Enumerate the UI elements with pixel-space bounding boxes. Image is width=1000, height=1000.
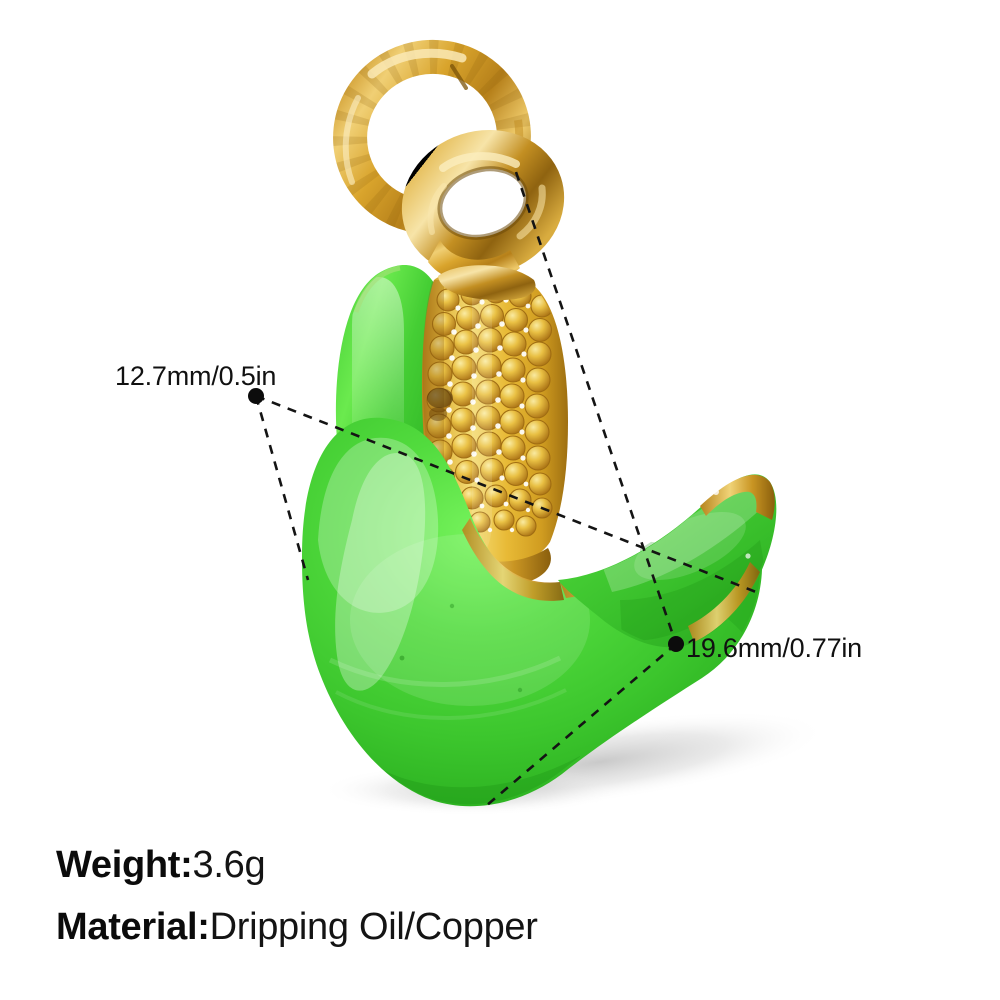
width-dimension-label: 12.7mm/0.5in: [115, 361, 277, 391]
height-dimension-dot: [668, 636, 684, 652]
dimension-lines: [254, 171, 757, 807]
dimension-dots: [248, 388, 684, 652]
height-dimension-label: 19.6mm/0.77in: [686, 633, 862, 663]
width-dimension-dot: [248, 388, 264, 404]
spec-value-material: Dripping Oil/Copper: [209, 906, 538, 948]
spec-row-material: Material:Dripping Oil/Copper: [56, 896, 756, 958]
width-guide-left: [254, 395, 310, 581]
height-dimension-line: [514, 171, 678, 645]
spec-label-material: Material:: [56, 906, 210, 948]
spec-row-weight: Weight:3.6g: [56, 834, 756, 896]
lower-jump-ring: [401, 129, 565, 284]
spec-value-weight: 3.6g: [192, 844, 266, 886]
kernel-bumps: [426, 280, 554, 539]
width-dimension-line: [255, 394, 757, 594]
height-guide-bottom: [485, 643, 677, 807]
spec-label-weight: Weight:: [56, 844, 193, 886]
product-spec-list: Weight:3.6g Material:Dripping Oil/Copper: [56, 834, 756, 958]
husk-leaf-right: [558, 474, 777, 648]
